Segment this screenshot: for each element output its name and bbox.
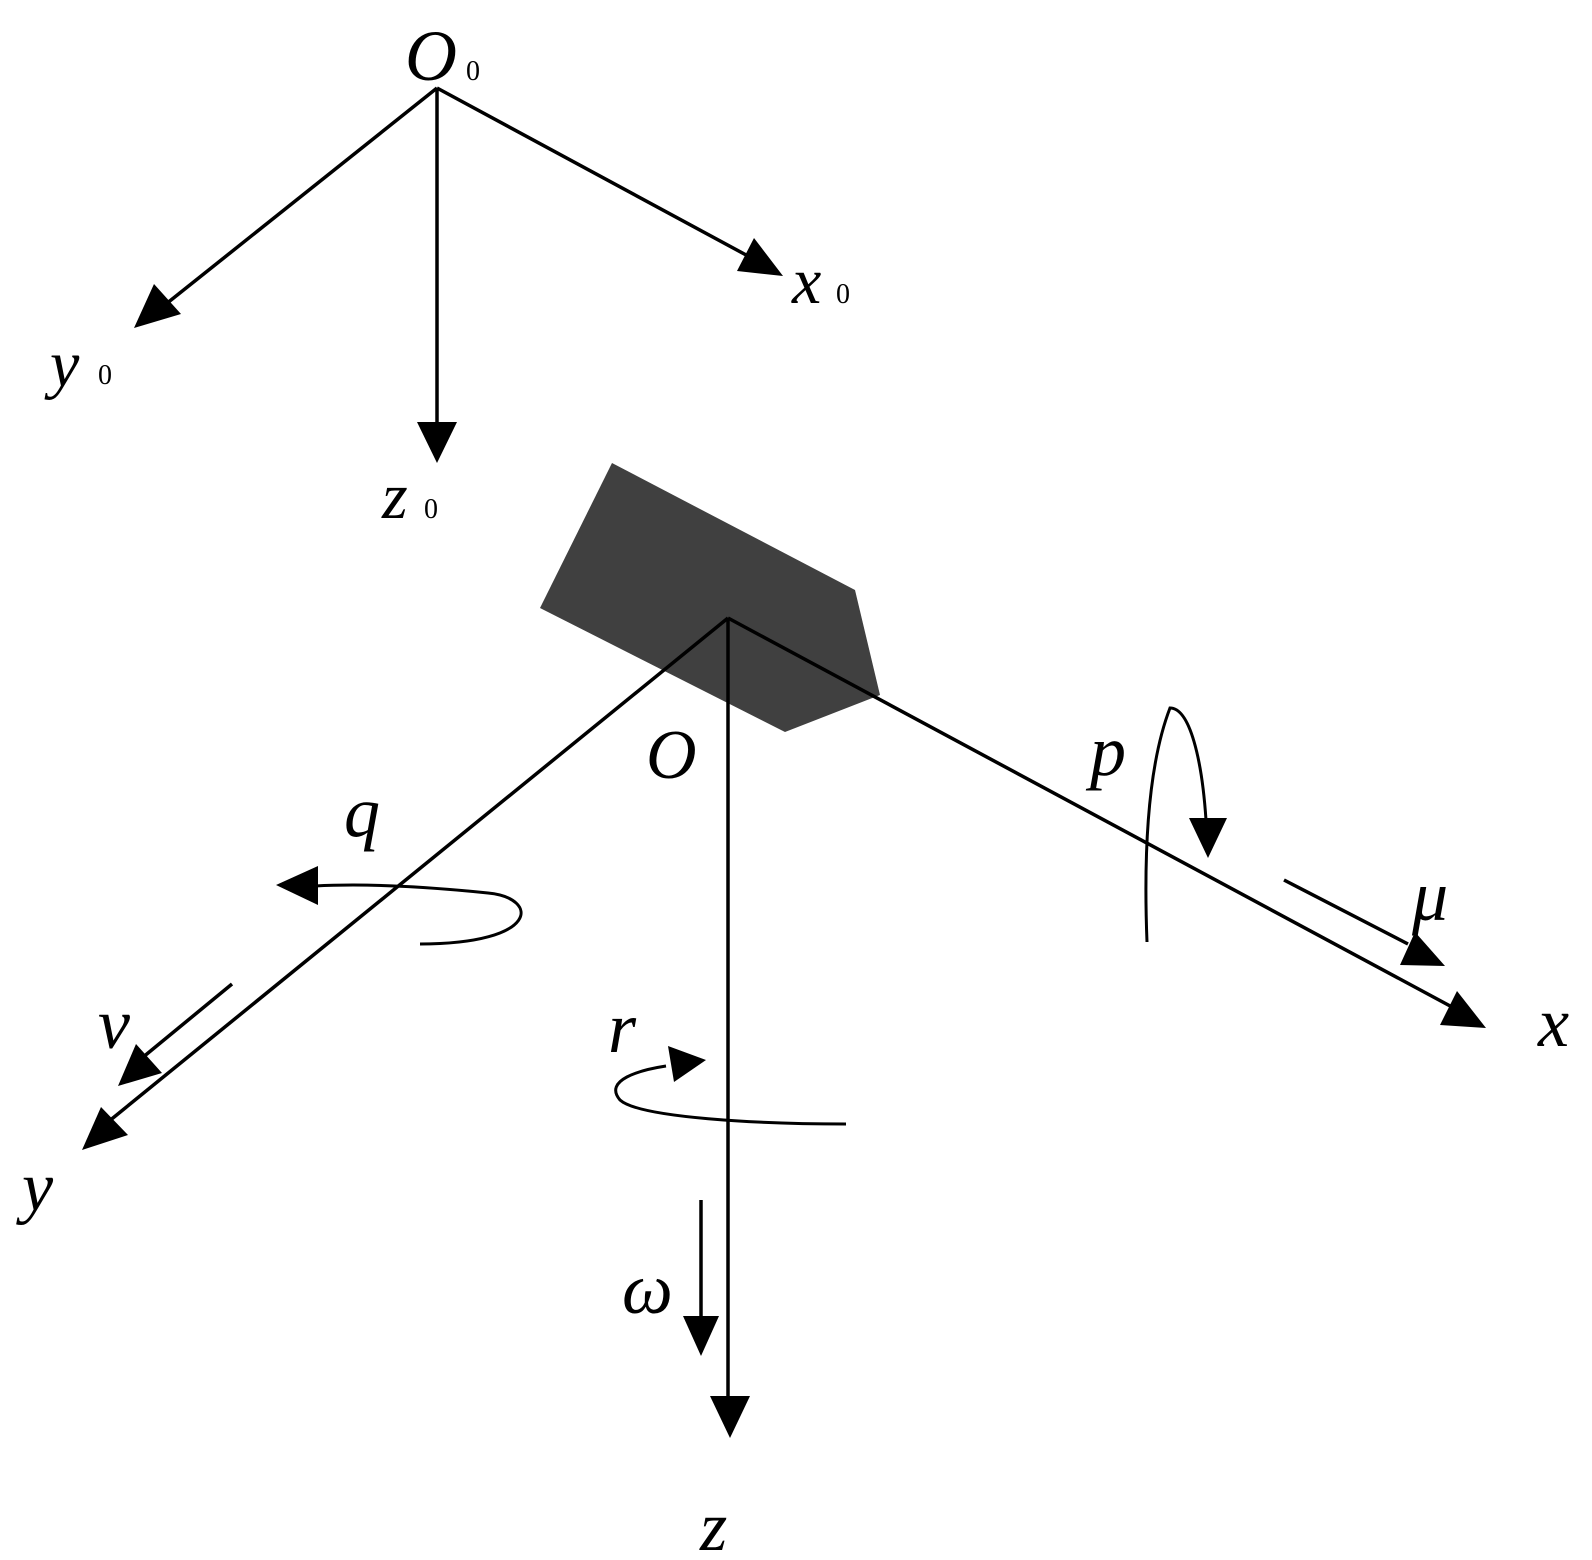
body-z-arrowhead	[710, 1396, 750, 1438]
surge-velocity-arrowhead	[1400, 932, 1445, 966]
inertial-z-label: z	[381, 460, 408, 533]
roll-rate-label: p	[1085, 711, 1126, 791]
surge-velocity-shaft	[1283, 878, 1409, 946]
pitch-rate-label: q	[344, 772, 380, 852]
inertial-y-arrowhead	[134, 284, 181, 328]
surge-velocity-label: μ	[1411, 856, 1448, 936]
pitch-rate-arc	[314, 883, 523, 946]
inertial-z-subscript: 0	[424, 494, 438, 525]
yaw-rate-arc	[614, 1064, 847, 1126]
inertial-origin-subscript: 0	[466, 56, 480, 87]
body-x-axis	[727, 616, 1453, 1009]
inertial-y-subscript: 0	[98, 360, 112, 391]
inertial-frame	[159, 86, 749, 425]
yaw-rate-arrowhead	[668, 1046, 706, 1082]
inertial-x-axis	[436, 86, 749, 258]
inertial-y-axis	[159, 86, 439, 310]
body-x-arrowhead	[1440, 991, 1486, 1028]
body-y-axis	[106, 616, 730, 1124]
body-x-label: x	[1537, 985, 1569, 1062]
inertial-x-subscript: 0	[836, 279, 850, 310]
body-y-arrowhead	[82, 1107, 128, 1150]
pitch-rate-arrowhead	[276, 866, 318, 905]
inertial-y-label: y	[44, 328, 80, 401]
inertial-x-arrowhead	[737, 238, 783, 276]
sway-velocity-label: v	[98, 984, 130, 1064]
body-y-label: y	[16, 1149, 54, 1226]
roll-rate-arc	[1144, 706, 1208, 943]
vehicle-body	[540, 463, 880, 732]
inertial-x-label: x	[791, 245, 821, 318]
body-frame	[106, 616, 1453, 1396]
body-origin-label: O	[646, 717, 697, 794]
sway-velocity-shaft	[140, 982, 234, 1060]
sway-velocity-arrowhead	[118, 1044, 162, 1086]
roll-rate-arrowhead	[1189, 818, 1227, 858]
heave-velocity-arrowhead	[683, 1316, 719, 1356]
body-z-label: z	[699, 1489, 727, 1560]
heave-velocity-label: ω	[622, 1249, 673, 1329]
yaw-rate-label: r	[608, 988, 637, 1068]
inertial-z-arrowhead	[417, 422, 457, 463]
inertial-origin-label: O	[405, 16, 457, 96]
